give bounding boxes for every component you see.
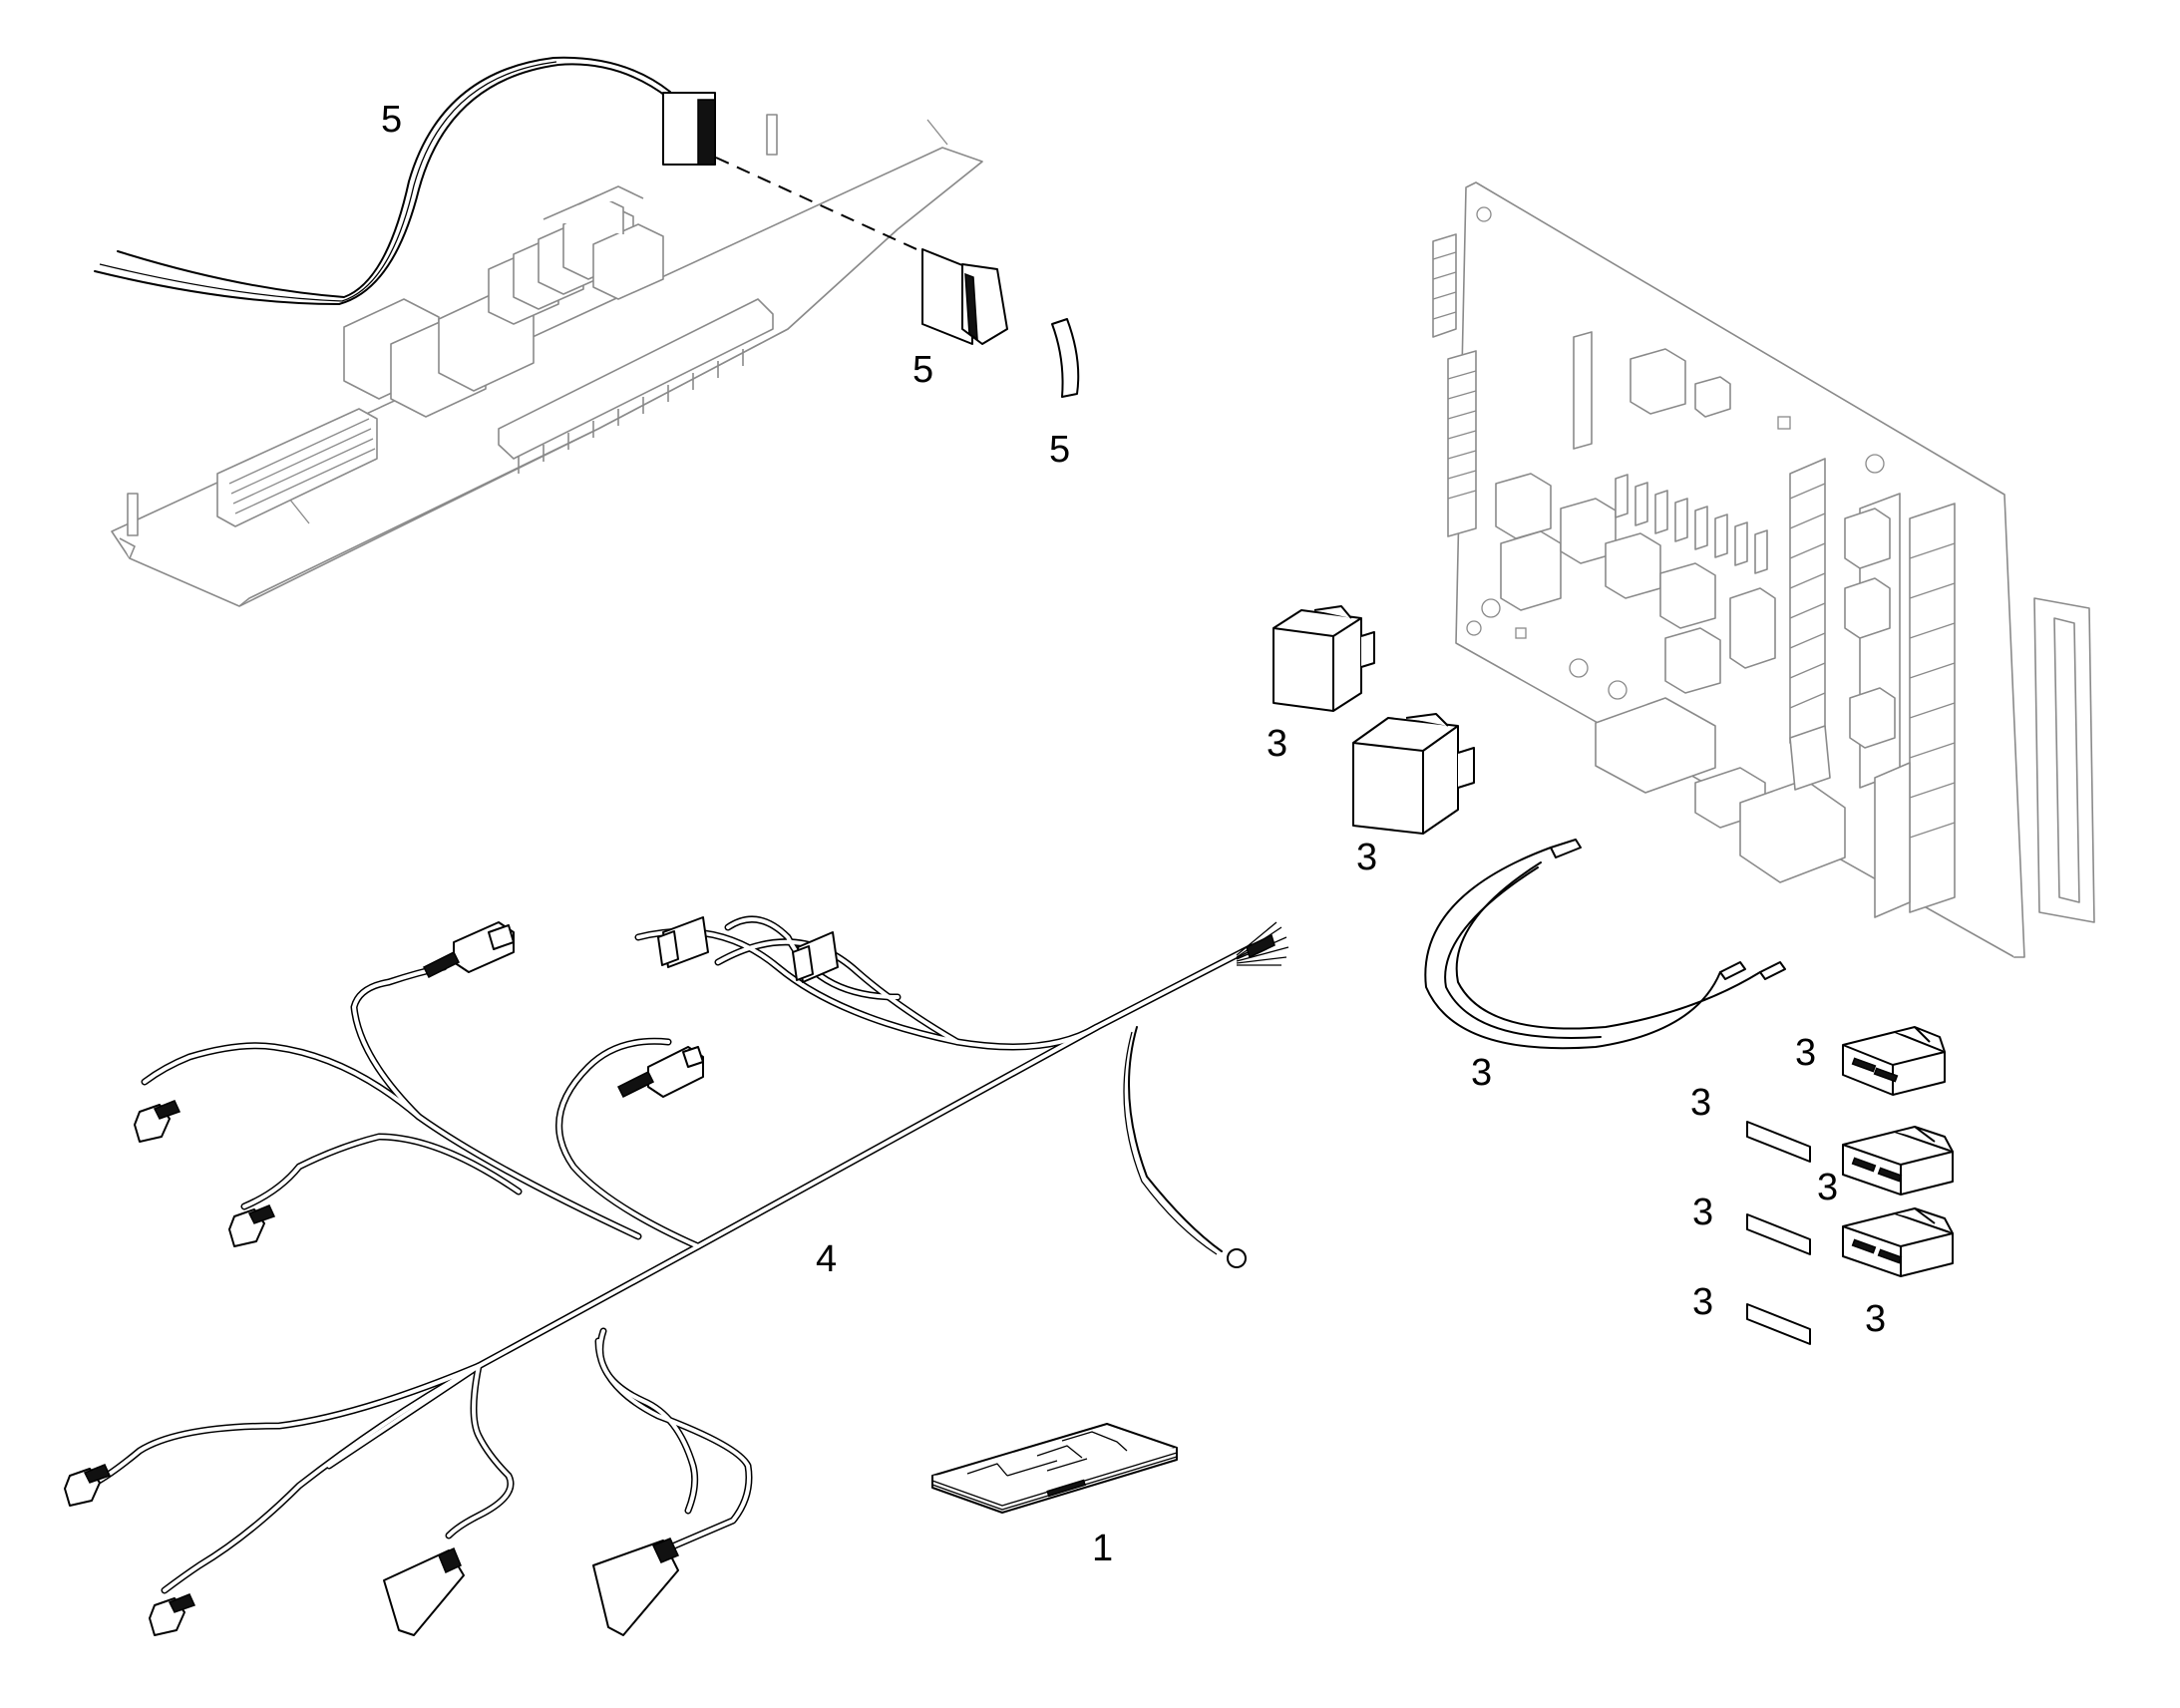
dashboard-switch-panel — [94, 56, 1080, 607]
callout-3-label-2: 3 — [1692, 1192, 1713, 1233]
callout-3-relay-large: 3 — [1356, 837, 1377, 878]
fuse-label-strips — [1746, 1121, 1811, 1345]
blade-fuse-2 — [1842, 1126, 1954, 1196]
callout-1-booklet: 1 — [1092, 1528, 1113, 1569]
callout-3-label-1: 3 — [1690, 1082, 1711, 1124]
callouts: 5 5 5 3 3 3 3 3 3 3 3 3 4 1 — [381, 99, 1886, 1569]
callout-3-label-3: 3 — [1692, 1281, 1713, 1323]
callout-5-switch: 5 — [912, 349, 933, 391]
callout-3-fuse-3: 3 — [1865, 1298, 1886, 1340]
callout-4-harness: 4 — [816, 1238, 837, 1280]
documentation-booklet — [931, 1423, 1178, 1514]
blade-fuse-1 — [1842, 1026, 1946, 1096]
wire-pigtail — [1424, 839, 1786, 1050]
relay-large — [1352, 713, 1475, 835]
callout-3-fuse-1: 3 — [1795, 1032, 1816, 1074]
callout-3-relay-small: 3 — [1267, 723, 1287, 765]
relay-small — [1272, 605, 1375, 712]
harness-connectors — [64, 916, 839, 1636]
callout-3-fuse-2: 3 — [1817, 1167, 1838, 1208]
callout-5-cap: 5 — [1049, 429, 1070, 471]
main-wiring-harness — [64, 915, 1289, 1636]
callout-3-pigtail: 3 — [1471, 1052, 1492, 1094]
callout-5-harness: 5 — [381, 99, 402, 141]
circuit-board — [1432, 181, 2095, 958]
blade-fuse-3 — [1842, 1207, 1954, 1277]
